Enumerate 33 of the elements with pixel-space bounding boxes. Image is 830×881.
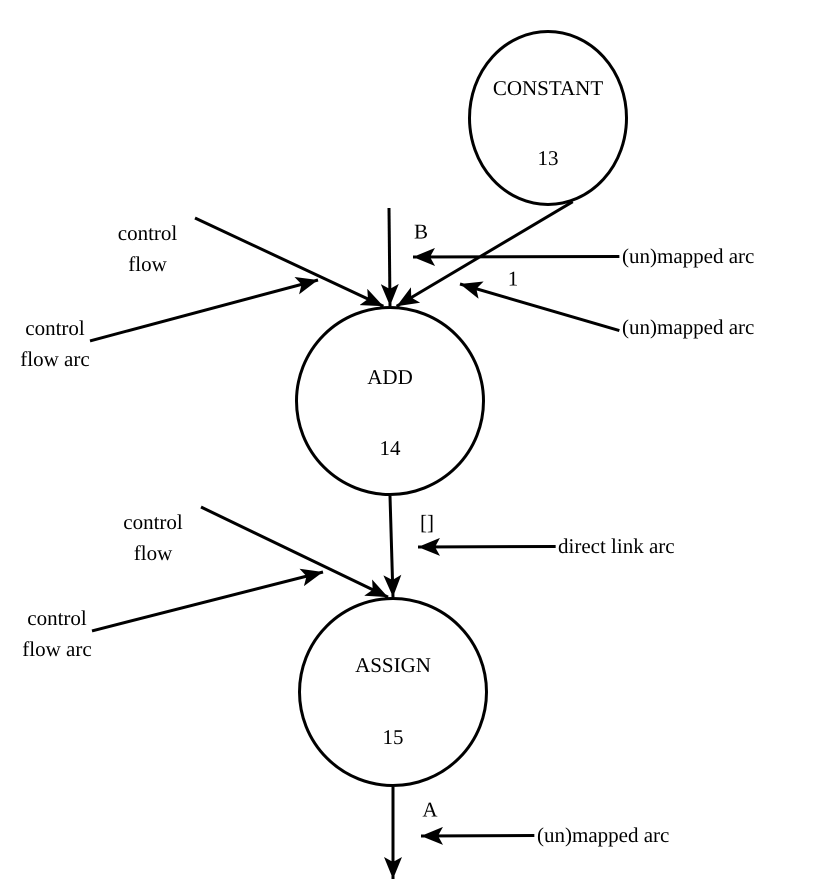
arc-arrow [380,208,399,306]
annotation-text: (un)mapped arc [622,312,754,343]
pointer-arrow [413,248,620,266]
edge-label: 1 [508,266,518,292]
node-name: ADD [366,364,414,390]
arc-arrow [200,506,389,598]
node-name: ASSIGN [354,652,432,678]
node-name: CONSTANT [492,74,604,102]
arc-arrow [384,787,402,879]
annotation-text: direct link arc [558,531,675,562]
arc-arrow [383,496,402,598]
pointer-arrow [418,538,556,556]
node-number: 13 [536,144,560,172]
annotation-text: control flow arc [20,313,90,375]
annotation-text: control flow arc [22,603,92,665]
node-circle [468,30,628,206]
pointer-arrow [92,568,324,632]
arc-arrow [194,216,384,308]
edge-label: B [414,218,428,246]
pointer-arrow [460,282,620,332]
node-circle [298,597,488,787]
annotation-text: control flow [105,507,201,569]
node-circle [295,306,485,496]
pointer-arrow [90,276,318,342]
annotation-text: (un)mapped arc [537,820,670,851]
edge-label: [] [420,510,434,536]
node-number: 15 [382,724,404,750]
edge-label: A [422,796,438,824]
arc-arrow [396,200,574,308]
annotation-text: (un)mapped arc [622,241,754,272]
pointer-arrow [421,826,534,845]
annotation-text: control flow [100,218,195,280]
node-number: 14 [378,434,402,462]
